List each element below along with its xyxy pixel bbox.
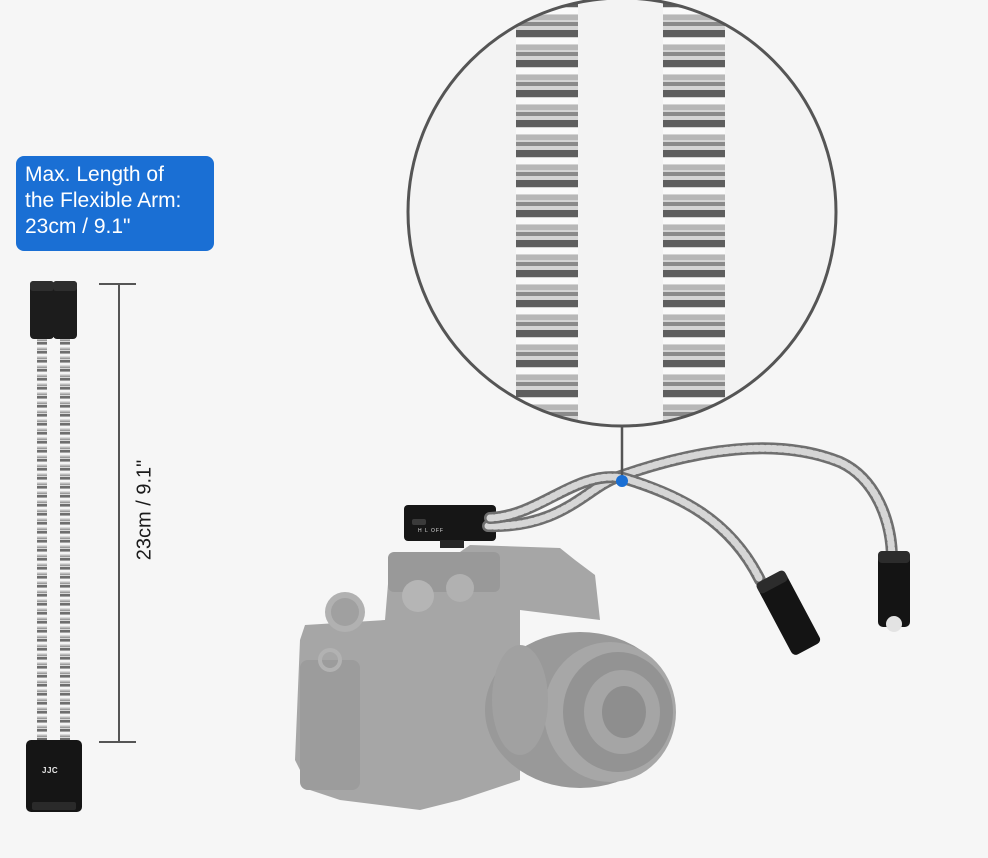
dimension-label: 23cm / 9.1" [133, 459, 156, 561]
zoom-callout [406, 0, 838, 487]
callout-label-box: Max. Length of the Flexible Arm: 23cm / … [16, 156, 214, 251]
switch-label: H L OFF [418, 528, 444, 534]
camera-light-head-2 [878, 551, 910, 632]
dimension-line [99, 283, 136, 743]
left-base-unit [26, 740, 82, 812]
brand-logo: JJC [42, 766, 59, 775]
camera-light-head-1 [756, 570, 821, 655]
left-light-head-2 [53, 281, 77, 339]
camera [295, 545, 676, 810]
hot-shoe-controller [404, 505, 496, 548]
callout-line-2: the Flexible Arm: [25, 189, 182, 212]
left-arm-2 [60, 330, 70, 750]
zoom-coil-2 [663, 0, 725, 426]
callout-line-3: 23cm / 9.1" [25, 215, 131, 238]
left-arm-1 [37, 330, 47, 750]
zoom-coil-1 [516, 0, 578, 426]
zoom-connector-dot [616, 475, 628, 487]
left-light-head-1 [30, 281, 54, 339]
callout-line-1: Max. Length of [25, 163, 164, 186]
left-product [26, 281, 82, 812]
